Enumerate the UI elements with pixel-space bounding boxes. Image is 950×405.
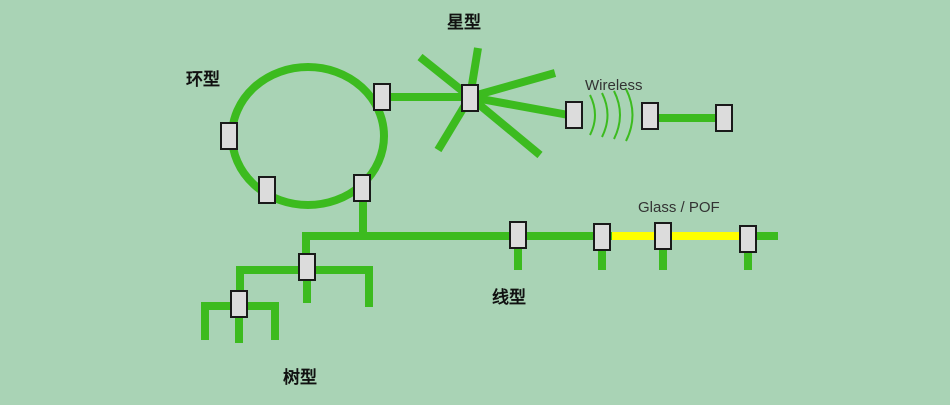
wireless-node[interactable]: [715, 104, 733, 132]
bus-node[interactable]: [509, 221, 527, 249]
wireless-label: Wireless: [585, 77, 643, 94]
tree-topology-label: 树型: [283, 367, 317, 388]
wireless-wave: [589, 94, 596, 136]
wireless-node[interactable]: [565, 101, 583, 129]
star-hub-node[interactable]: [461, 84, 479, 112]
wireless-link: [589, 88, 634, 142]
wireless-wave: [625, 88, 634, 142]
bus-node[interactable]: [593, 223, 611, 251]
fiber-node[interactable]: [654, 222, 672, 250]
network-nodes: [220, 83, 757, 318]
star-spoke: [468, 69, 557, 101]
fiber-node[interactable]: [739, 225, 757, 253]
wireless-wave: [601, 92, 609, 138]
ring-topology-label: 环型: [186, 69, 220, 90]
star-spoke: [469, 93, 575, 120]
wireless-node[interactable]: [641, 102, 659, 130]
tree-node[interactable]: [230, 290, 248, 318]
ring-node[interactable]: [353, 174, 371, 202]
star-spoke: [467, 93, 543, 159]
wireless-wave: [613, 90, 621, 140]
ring-node[interactable]: [220, 122, 238, 150]
bus-topology-label: 线型: [492, 287, 526, 308]
ring-star-node[interactable]: [373, 83, 391, 111]
glass-pof-label: Glass / POF: [638, 199, 720, 216]
tree-node[interactable]: [298, 253, 316, 281]
star-topology-label: 星型: [447, 12, 481, 33]
ring-node[interactable]: [258, 176, 276, 204]
tree-topology: [201, 236, 373, 343]
